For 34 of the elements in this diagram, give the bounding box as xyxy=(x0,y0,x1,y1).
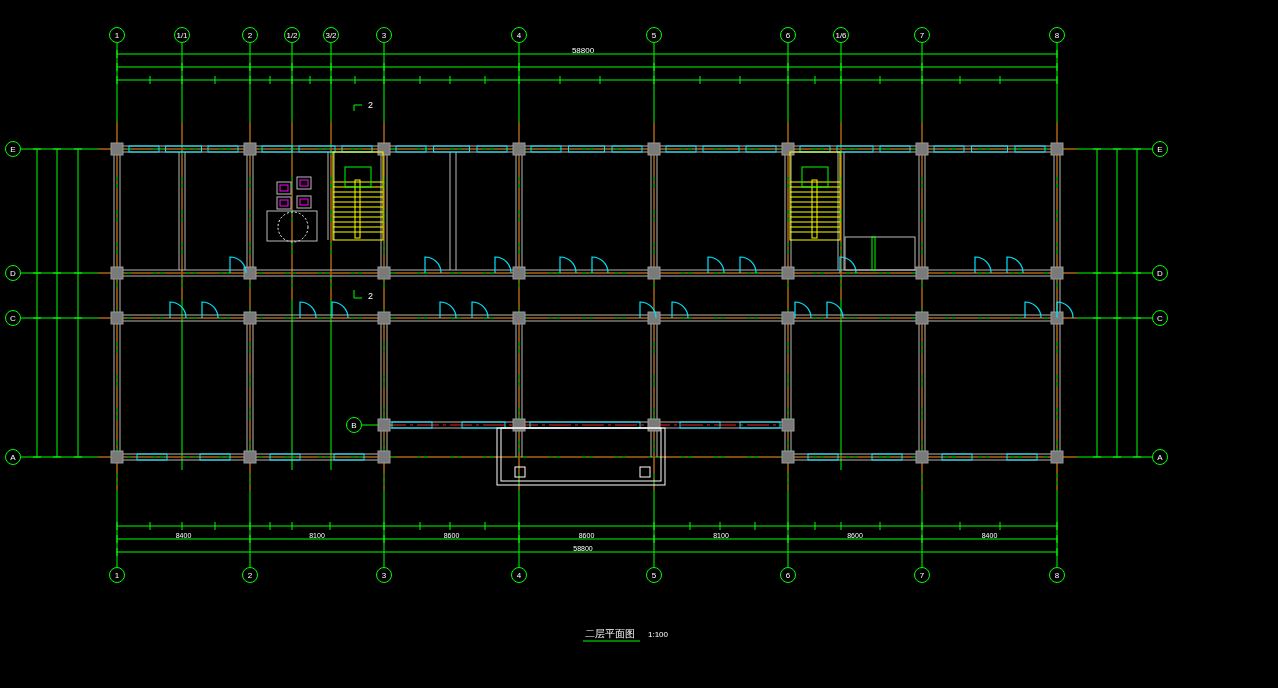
section-number: 2 xyxy=(368,101,373,110)
grid-axis-bubble: 1 xyxy=(109,27,125,43)
grid-axis-bubble: 6 xyxy=(780,27,796,43)
grid-axis-bubble: D xyxy=(1152,265,1168,281)
grid-axis-bubble: A xyxy=(1152,449,1168,465)
grid-axis-bubble: 1/6 xyxy=(833,27,849,43)
grid-axis-bubble: 3/2 xyxy=(323,27,339,43)
dimension-text: 58800 xyxy=(571,47,595,55)
grid-axis-bubble: 5 xyxy=(646,567,662,583)
grid-axis-bubble: B xyxy=(346,417,362,433)
grid-axis-bubble: D xyxy=(5,265,21,281)
grid-axis-bubble: 5 xyxy=(646,27,662,43)
grid-axis-bubble: 1/2 xyxy=(284,27,300,43)
grid-axis-bubble: 8 xyxy=(1049,27,1065,43)
grid-axis-bubble: C xyxy=(1152,310,1168,326)
grid-axis-bubble: 2 xyxy=(242,567,258,583)
grid-axis-bubble: 3 xyxy=(376,567,392,583)
grid-axis-bubble: A xyxy=(5,449,21,465)
grid-axis-bubble: 7 xyxy=(914,567,930,583)
grid-axis-bubble: 3 xyxy=(376,27,392,43)
drawing-title: 二层平面图 xyxy=(585,629,635,639)
grid-axis-bubble: 7 xyxy=(914,27,930,43)
grid-axis-bubble: E xyxy=(1152,141,1168,157)
grid-axis-bubble: 6 xyxy=(780,567,796,583)
grid-axis-bubble: 2 xyxy=(242,27,258,43)
section-number: 2 xyxy=(368,292,373,301)
grid-axis-bubble: 1 xyxy=(109,567,125,583)
grid-axis-bubble: 1/1 xyxy=(174,27,190,43)
grid-axis-bubble: E xyxy=(5,141,21,157)
scale-text: 1:100 xyxy=(648,631,669,639)
grid-axis-bubble: 4 xyxy=(511,567,527,583)
grid-axis-bubble: 4 xyxy=(511,27,527,43)
grid-axis-bubble: C xyxy=(5,310,21,326)
grid-axis-bubble: 8 xyxy=(1049,567,1065,583)
